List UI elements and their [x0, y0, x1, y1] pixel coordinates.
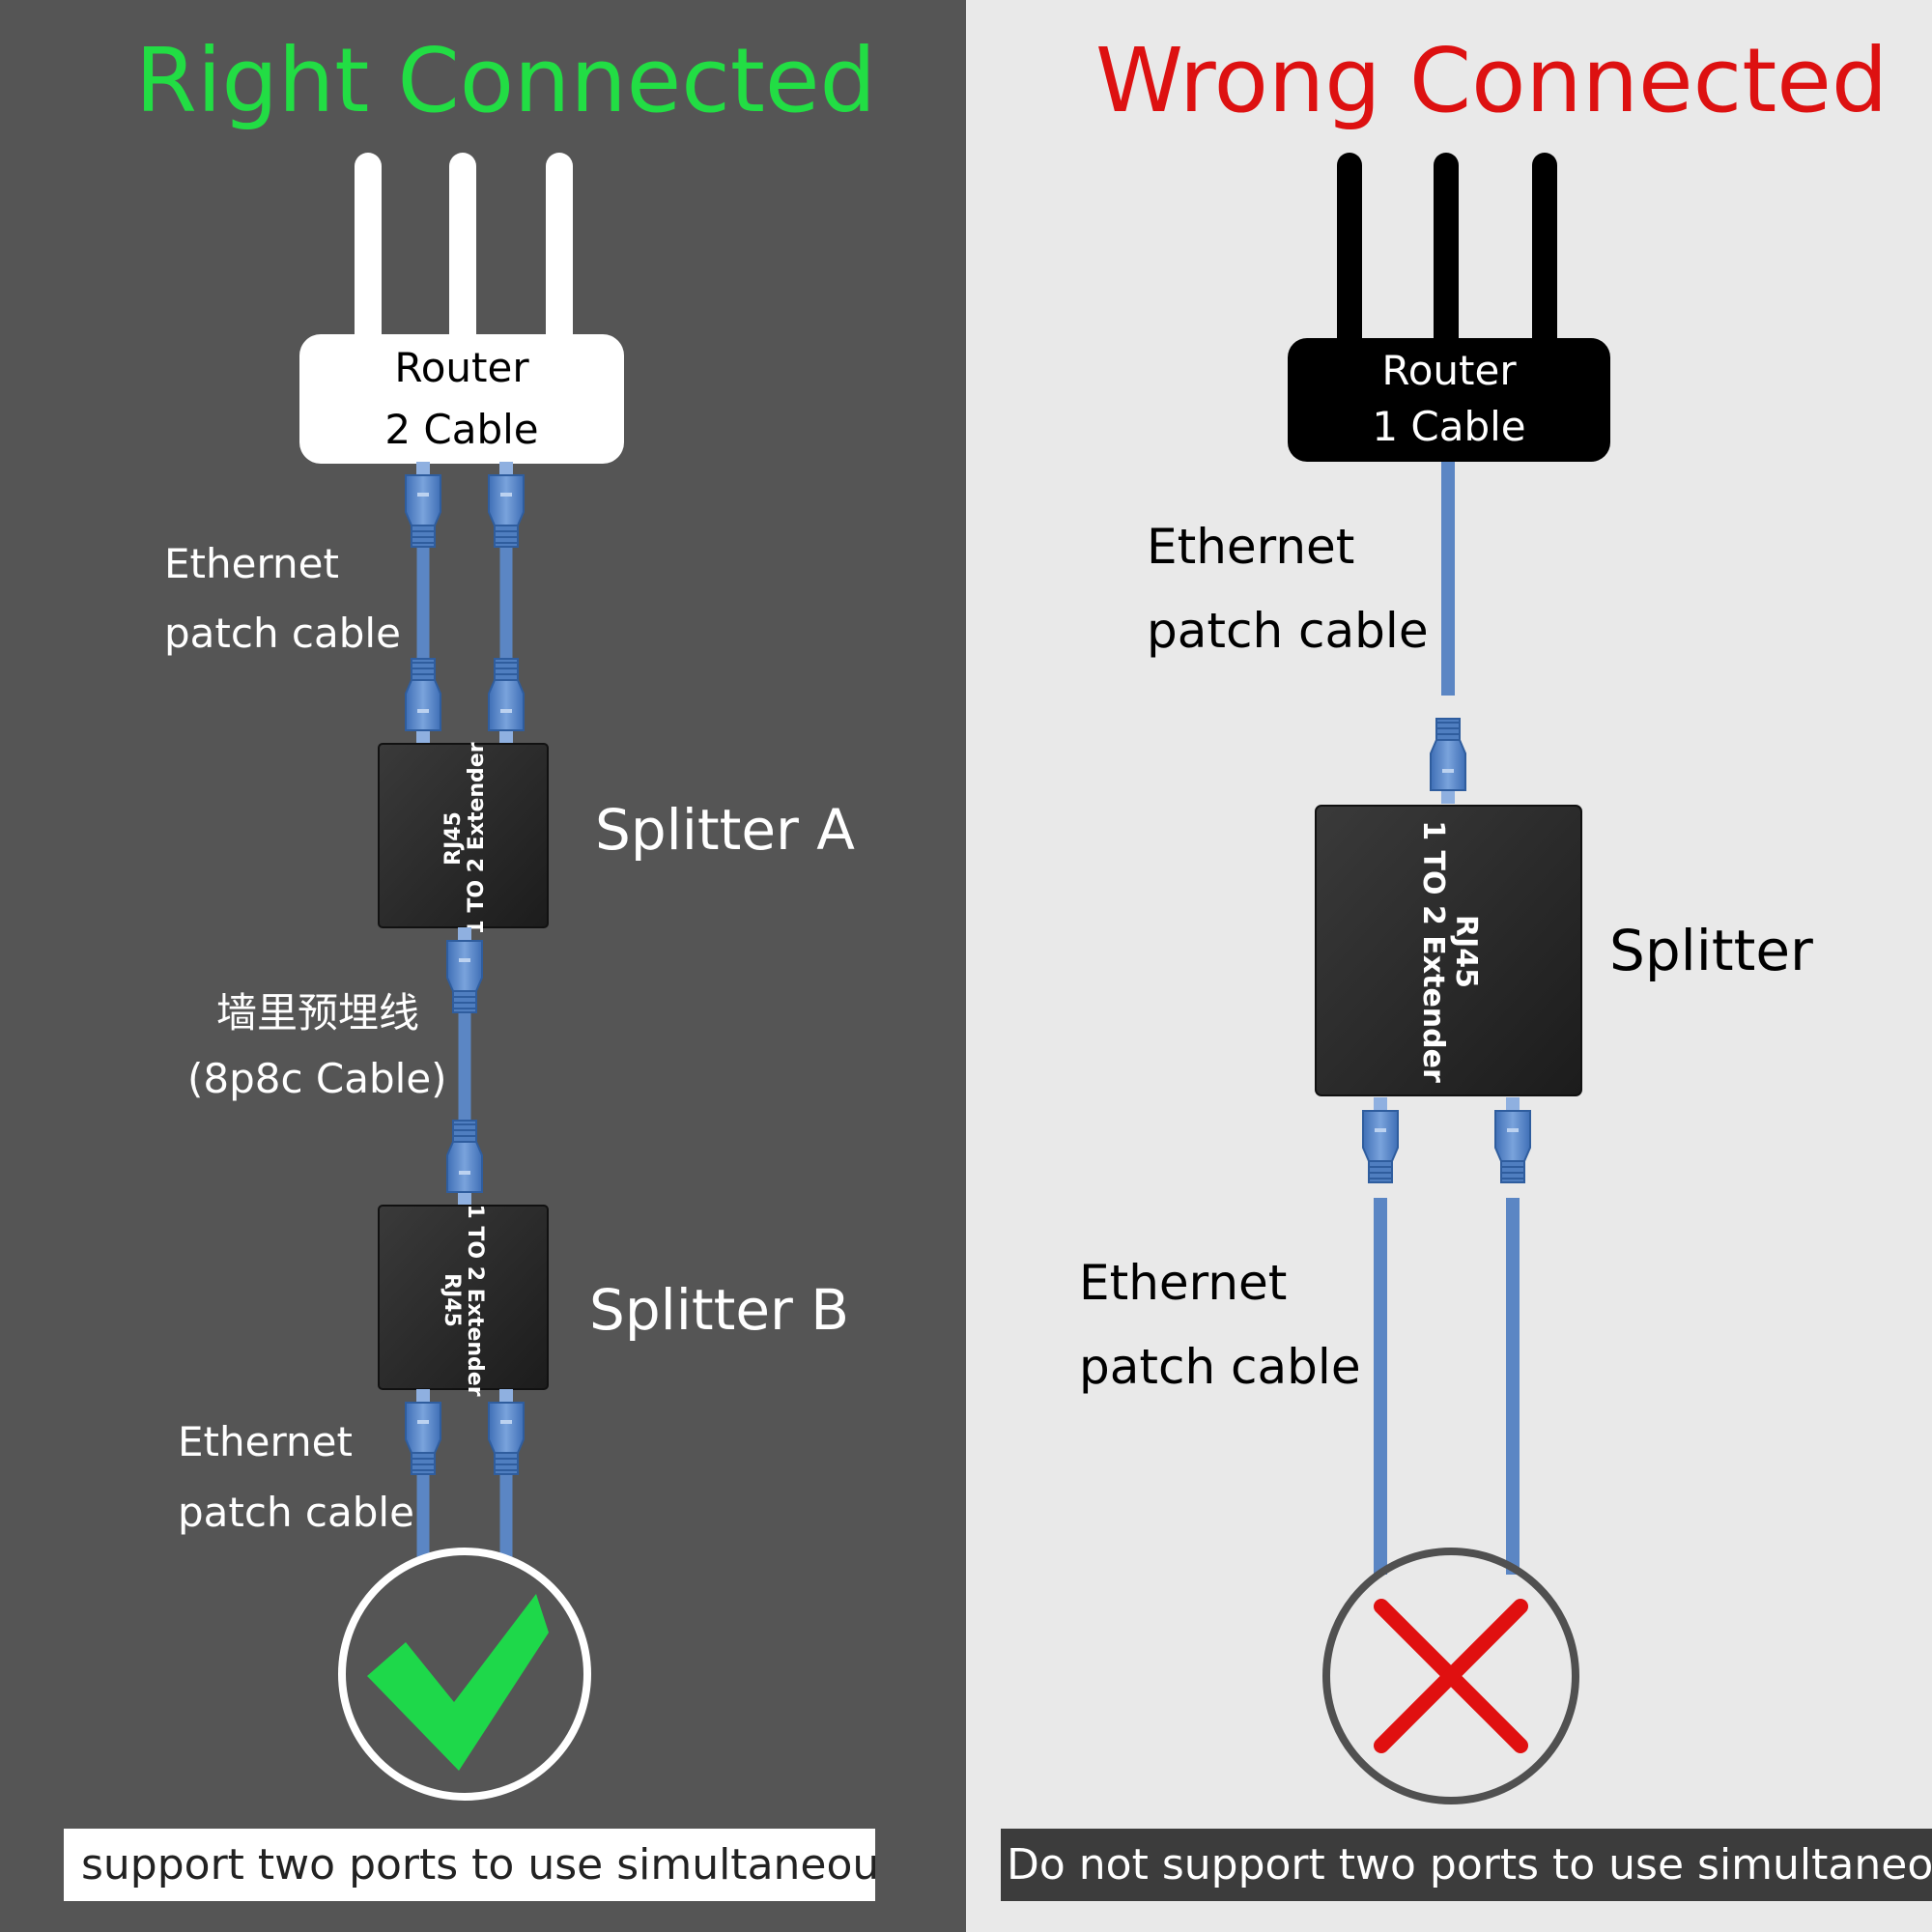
splitter-b-title: Splitter B — [589, 1277, 850, 1343]
eth-label-left-bottom-2: patch cable — [178, 1489, 414, 1536]
eth-label-right-bottom-1: Ethernet — [1079, 1255, 1288, 1311]
right-connected-title: Right Connected — [135, 29, 876, 132]
splitter-b-label-rj45: RJ45 — [440, 1273, 464, 1327]
eth-label-right-bottom-2: patch cable — [1079, 1339, 1361, 1395]
eth-label-left-top-2: patch cable — [164, 610, 401, 657]
left-bottom-cables — [405, 1388, 525, 1557]
cross-icon — [1322, 1548, 1579, 1804]
splitter-b-label-extender: 1 TO 2 Extender — [463, 1204, 487, 1396]
wall-cable-label-en: (8p8c Cable) — [187, 1055, 447, 1102]
router-cable-count-right: 1 Cable — [1372, 403, 1526, 450]
support-banner: support two ports to use simultaneously — [64, 1829, 875, 1901]
router-label-left: Router — [394, 344, 529, 391]
eth-label-left-bottom-1: Ethernet — [178, 1418, 353, 1465]
wall-cable-label-cn: 墙里预埋线 — [216, 989, 420, 1037]
wall-cable — [446, 926, 483, 1206]
splitter-a-label-rj45: RJ45 — [441, 811, 466, 866]
right-bottom-cables — [1362, 1096, 1531, 1575]
check-icon — [338, 1548, 591, 1801]
splitter-title: Splitter — [1609, 918, 1813, 983]
splitter-a-device: RJ45 1 TO 2 Extender — [378, 742, 549, 935]
right-top-cable — [1431, 462, 1465, 804]
splitter-a-title: Splitter A — [595, 797, 855, 863]
router-label-right: Router — [1381, 347, 1517, 394]
left-top-cables — [405, 461, 525, 744]
not-support-banner: Do not support two ports to use simultan… — [1001, 1829, 1932, 1901]
router-black — [1288, 153, 1610, 462]
router-white — [299, 153, 624, 464]
wrong-connected-title: Wrong Connected — [1095, 29, 1889, 132]
right-connected-panel — [0, 0, 966, 1932]
splitter-a-label-extender: 1 TO 2 Extender — [465, 742, 489, 934]
router-cable-count-left: 2 Cable — [384, 406, 539, 453]
splitter-label-extender: 1 TO 2 Extender — [1416, 820, 1450, 1083]
splitter-b-device: RJ45 1 TO 2 Extender — [378, 1204, 549, 1397]
splitter-label-rj45: RJ45 — [1449, 915, 1483, 988]
splitter-device: RJ45 1 TO 2 Extender — [1315, 805, 1582, 1096]
eth-label-left-top-1: Ethernet — [164, 540, 339, 587]
eth-label-right-top-1: Ethernet — [1147, 519, 1355, 575]
eth-label-right-top-2: patch cable — [1147, 603, 1429, 659]
